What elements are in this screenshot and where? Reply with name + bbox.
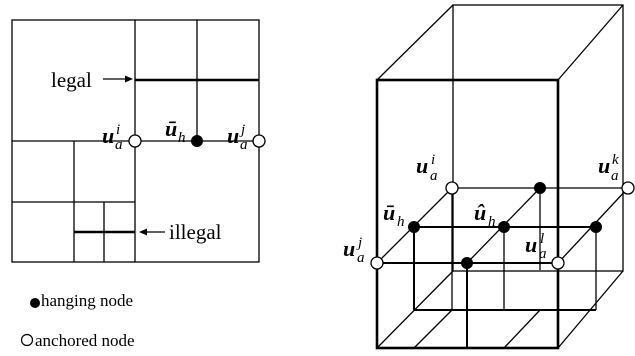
svg-text:ū: ū [383,200,395,225]
illegal-arrow-head [139,228,147,236]
anchored-node-uj-3d [370,256,384,270]
svg-text:l: l [540,231,544,247]
svg-text:i: i [116,122,120,138]
hanging-node-uh [191,135,203,147]
legend: hanging node anchored node [20,291,135,350]
svg-text:h: h [488,214,496,230]
label-uh-bar-left: ū h [165,116,186,146]
svg-text:u: u [416,153,428,178]
depth-edge-tl [376,4,454,81]
legend-hanging-label: hanging node [41,291,133,310]
label-ubar-3d: ū h [383,200,405,230]
hanging-node-right-3d [590,221,602,233]
label-illegal: illegal [169,220,222,244]
svg-text:ū: ū [165,116,177,141]
svg-text:h: h [178,130,186,146]
anchored-node-ui-3d [445,181,459,195]
svg-text:a: a [611,168,619,184]
hanging-node-uhat-3d [498,221,510,233]
label-uj-3d: u j a [343,235,365,266]
bottom-diag-1 [413,309,453,349]
svg-text:u: u [102,123,114,148]
svg-text:a: a [240,137,248,153]
anchored-node-uk-3d [621,181,635,195]
anchored-node-ui [128,134,142,148]
svg-text:u: u [227,123,239,148]
label-uhat-3d: û h [474,200,496,230]
svg-text:j: j [356,235,362,251]
svg-text:a: a [539,246,547,262]
label-uk-3d: u k a [598,152,619,184]
svg-text:h: h [397,214,405,230]
svg-text:a: a [357,250,365,266]
svg-text:u: u [598,153,610,178]
legend-anchored-label: anchored node [35,331,135,350]
label-uj-left: u j a [227,122,248,153]
label-ul-3d: u l a [525,231,547,262]
back-face [452,4,624,272]
svg-text:i: i [431,152,435,168]
anchored-node-legend-icon [20,333,34,347]
label-legal: legal [51,68,92,92]
hanging-node-top-3d [534,182,546,194]
label-ui-3d: u i a [416,152,438,184]
svg-text:k: k [612,152,619,168]
anchored-node-ul-3d [551,256,565,270]
svg-text:a: a [430,168,438,184]
svg-text:a: a [115,137,123,153]
hanging-node-front-3d [461,257,473,269]
legal-arrow-head [125,75,133,83]
right-mesh-panel: u i a u k a ū h û h u j a u l a [343,4,635,350]
hanging-node-legend-icon [30,298,40,308]
label-ui-left: u i a [102,122,123,153]
bottom-diag-2 [503,309,541,349]
svg-text:j: j [239,122,245,138]
svg-text:u: u [525,232,537,257]
svg-text:û: û [474,200,486,225]
anchored-node-uj [252,134,266,148]
left-mesh-panel: legal illegal u i a ū h u j a [11,19,266,263]
depth-edge-tr [557,4,624,81]
svg-text:u: u [343,236,355,261]
hanging-node-ubar-3d [408,221,420,233]
